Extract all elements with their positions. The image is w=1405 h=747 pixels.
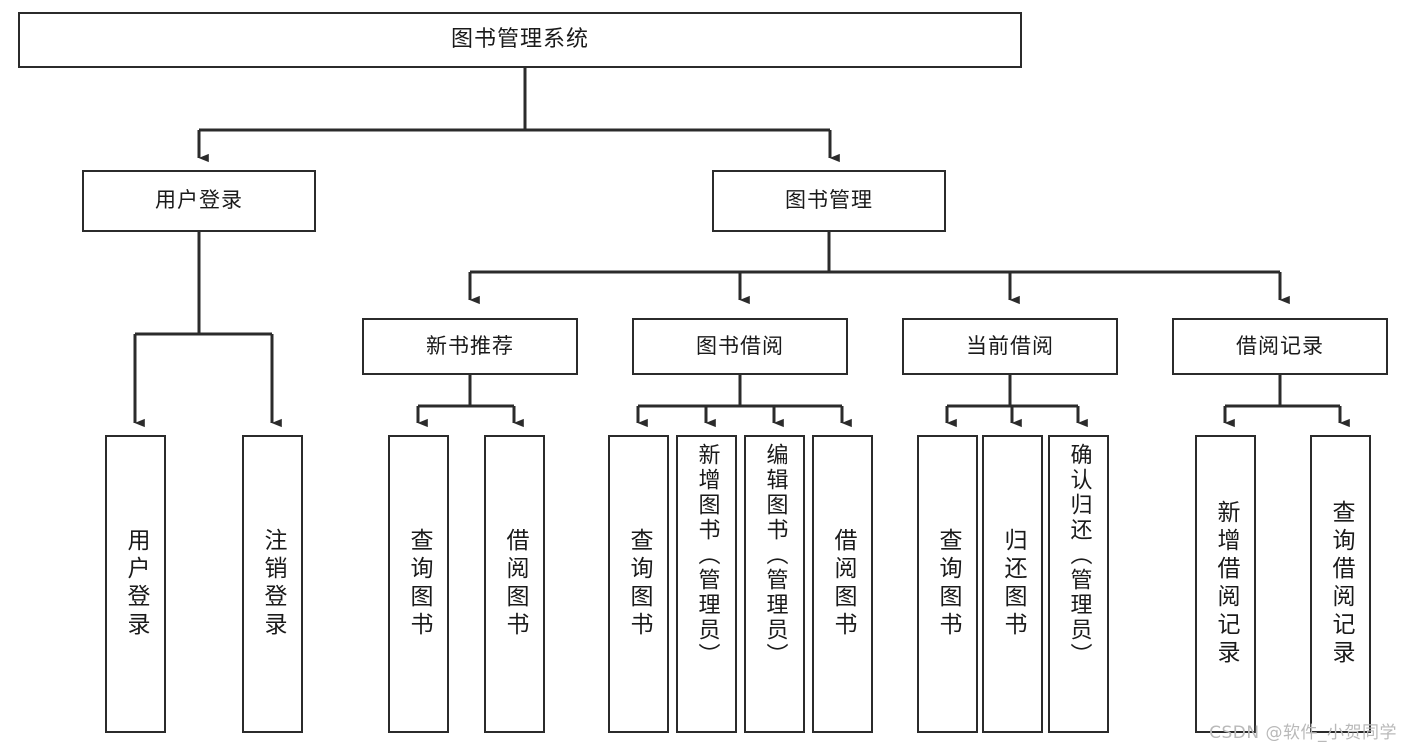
node-root-system[interactable]: 图书管理系统	[18, 12, 1022, 68]
leaf-user-login-signout[interactable]: 注销登录	[242, 435, 303, 733]
leaf-recommend-query-book[interactable]: 查询图书	[388, 435, 449, 733]
node-label: 借阅图书	[830, 528, 856, 640]
leaf-records-query-record[interactable]: 查询借阅记录	[1310, 435, 1371, 733]
node-label: 查询图书	[406, 528, 432, 640]
node-label: 新书推荐	[426, 333, 514, 358]
node-label: 归还图书	[1000, 528, 1026, 640]
leaf-current-confirm-return-admin[interactable]: 确认归还（管理员）	[1048, 435, 1109, 733]
csdn-watermark: CSDN @软件_小贺同学	[1209, 723, 1397, 743]
node-label: 图书管理系统	[450, 26, 589, 52]
node-label: 用户登录	[155, 188, 243, 213]
leaf-recommend-borrow-book[interactable]: 借阅图书	[484, 435, 545, 733]
node-label: 借阅记录	[1236, 333, 1324, 358]
node-borrow-records[interactable]: 借阅记录	[1172, 318, 1388, 375]
node-label: 借阅图书	[502, 528, 528, 640]
node-label: 新增借阅记录	[1213, 500, 1239, 668]
leaf-borrow-query-book[interactable]: 查询图书	[608, 435, 669, 733]
node-label: 编辑图书（管理员）	[762, 443, 788, 668]
node-new-book-recommend[interactable]: 新书推荐	[362, 318, 578, 375]
node-label: 注销登录	[260, 528, 286, 640]
node-label: 图书借阅	[696, 333, 784, 358]
leaf-records-add-record[interactable]: 新增借阅记录	[1195, 435, 1256, 733]
node-label: 查询图书	[935, 528, 961, 640]
node-label: 查询借阅记录	[1328, 500, 1354, 668]
leaf-user-login-signin[interactable]: 用户登录	[105, 435, 166, 733]
leaf-borrow-borrow-book[interactable]: 借阅图书	[812, 435, 873, 733]
leaf-borrow-add-book-admin[interactable]: 新增图书（管理员）	[676, 435, 737, 733]
node-current-borrow[interactable]: 当前借阅	[902, 318, 1118, 375]
leaf-current-return-book[interactable]: 归还图书	[982, 435, 1043, 733]
node-label: 当前借阅	[966, 333, 1054, 358]
node-label: 用户登录	[123, 528, 149, 640]
node-label: 新增图书（管理员）	[694, 443, 720, 668]
leaf-borrow-edit-book-admin[interactable]: 编辑图书（管理员）	[744, 435, 805, 733]
node-label: 查询图书	[626, 528, 652, 640]
node-label: 图书管理	[785, 188, 873, 213]
node-book-borrow[interactable]: 图书借阅	[632, 318, 848, 375]
node-label: 确认归还（管理员）	[1066, 443, 1092, 668]
node-book-management[interactable]: 图书管理	[712, 170, 946, 232]
leaf-current-query-book[interactable]: 查询图书	[917, 435, 978, 733]
node-user-login[interactable]: 用户登录	[82, 170, 316, 232]
